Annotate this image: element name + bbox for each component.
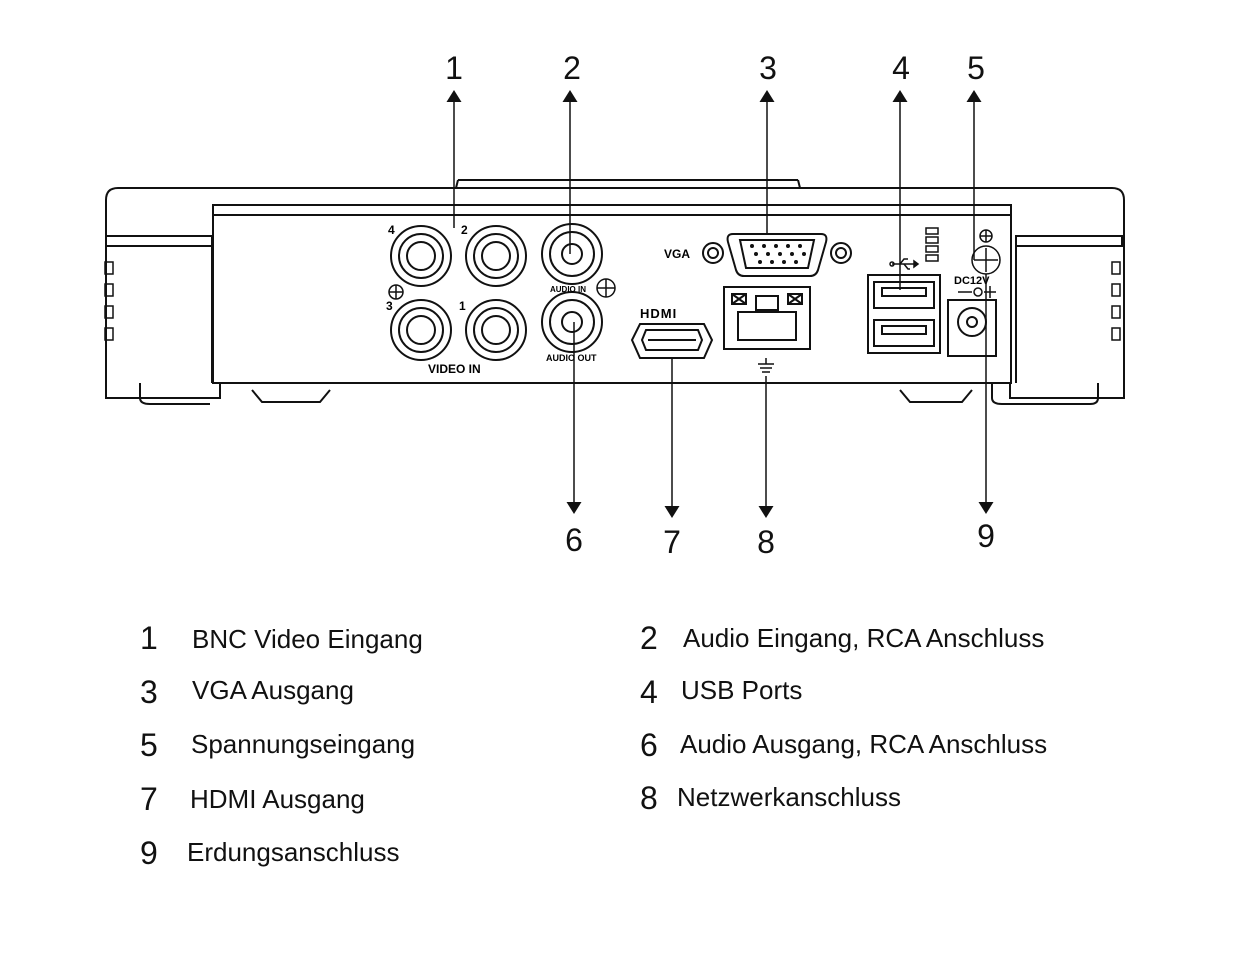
usb-icon	[889, 258, 920, 270]
callout-7: 7	[663, 524, 681, 560]
vga-pins	[750, 244, 806, 264]
audio-out-label: AUDIO OUT	[546, 353, 597, 363]
dc-polarity-icon	[958, 286, 996, 298]
bnc-connector-3	[390, 299, 452, 361]
leader-lines	[446, 90, 994, 518]
legend-label-1: BNC Video Eingang	[192, 624, 423, 654]
bnc-connector-4	[390, 225, 452, 287]
hdmi-connector	[630, 323, 714, 359]
callout-3: 3	[759, 50, 777, 86]
dvr-rear-panel-diagram: 4 2 3 1 VIDEO IN AUDIO IN AUDIO OUT VGA …	[104, 90, 1125, 518]
legend-label-2: Audio Eingang, RCA Anschluss	[683, 623, 1045, 653]
audio-ground-icon	[596, 278, 616, 298]
legend-number-9: 9	[140, 835, 158, 871]
legend-number-5: 5	[140, 727, 158, 763]
network-port	[723, 286, 811, 350]
ground-screw-icon	[971, 229, 1001, 275]
legend-label-4: USB Ports	[681, 675, 803, 705]
legend-number-2: 2	[640, 620, 658, 656]
bnc-number-1: 1	[459, 299, 466, 313]
dc-power-jack	[947, 299, 997, 357]
legend-label-8: Netzwerkanschluss	[677, 782, 901, 812]
callout-8: 8	[757, 524, 775, 560]
callout-9: 9	[977, 518, 995, 554]
dc-label: DC12V	[954, 275, 990, 287]
status-led-grille	[925, 227, 939, 262]
legend-label-3: VGA Ausgang	[192, 675, 354, 705]
device-housing	[105, 179, 1125, 405]
vga-connector	[702, 233, 852, 277]
network-ground-icon	[758, 358, 774, 373]
callout-4: 4	[892, 50, 910, 86]
hdmi-label: HDMI	[640, 306, 677, 321]
legend-label-5: Spannungseingang	[191, 729, 416, 759]
bnc-number-3: 3	[386, 299, 393, 313]
audio-in-connector	[541, 223, 603, 285]
legend-number-1: 1	[140, 620, 158, 656]
callout-2: 2	[563, 50, 581, 86]
legend-number-4: 4	[640, 674, 658, 710]
bnc-ground-icon	[388, 284, 404, 300]
bnc-number-2: 2	[461, 223, 468, 237]
side-vents	[104, 261, 1121, 341]
legend-number-6: 6	[640, 727, 658, 763]
bnc-number-4: 4	[388, 223, 395, 237]
bnc-connector-2	[465, 225, 527, 287]
legend-label-9: Erdungsanschluss	[187, 837, 400, 867]
vga-label: VGA	[664, 247, 690, 261]
callout-5: 5	[967, 50, 985, 86]
video-in-label: VIDEO IN	[428, 362, 481, 376]
bnc-connector-1	[465, 299, 527, 361]
bnc-connectors	[390, 225, 527, 361]
audio-in-label: AUDIO IN	[550, 285, 586, 294]
usb-ports	[867, 274, 941, 354]
callout-1: 1	[445, 50, 463, 86]
audio-out-connector	[541, 291, 603, 353]
legend-label-7: HDMI Ausgang	[190, 784, 365, 814]
legend-number-3: 3	[140, 674, 158, 710]
legend-label-6: Audio Ausgang, RCA Anschluss	[680, 729, 1048, 759]
legend-number-8: 8	[640, 780, 658, 816]
legend-number-7: 7	[140, 781, 158, 817]
callout-6: 6	[565, 522, 583, 558]
